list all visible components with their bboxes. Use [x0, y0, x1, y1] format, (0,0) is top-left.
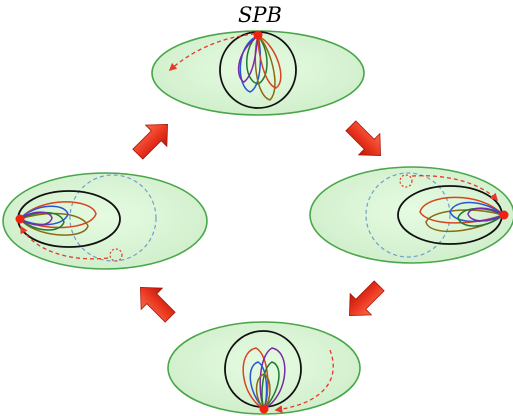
red-block-arrow-icon [132, 124, 168, 160]
arrow-left-to-top [132, 124, 168, 160]
cell-top [151, 30, 365, 116]
cell-left [2, 172, 208, 270]
spb-motion-path [274, 349, 334, 414]
red-block-arrow-icon [349, 280, 385, 316]
chromosome-loops [419, 196, 504, 233]
cell-right [309, 166, 513, 264]
spb-motion-path [168, 33, 256, 72]
spb-dot [499, 210, 509, 220]
ghost-spb-marker [109, 248, 123, 262]
red-block-arrow-icon [140, 287, 176, 323]
chromosome-loops [242, 347, 286, 410]
spb-label: SPB [238, 3, 282, 27]
cell-membrane [167, 321, 361, 415]
arrow-right-to-bottom [349, 280, 385, 316]
arrow-bottom-to-left [140, 287, 176, 323]
arrow-top-to-right [345, 120, 381, 156]
spb-motion-path [411, 175, 499, 202]
red-block-arrow-icon [345, 120, 381, 156]
cycle-arrows [132, 120, 385, 323]
ghost-nucleus-outline [69, 174, 157, 262]
spb-dot [259, 404, 269, 414]
cell-membrane [309, 166, 513, 264]
chromosome-loops [19, 201, 97, 236]
spb-dot [15, 214, 25, 224]
cell-membrane [2, 172, 208, 270]
ghost-spb-marker [399, 174, 413, 188]
spb-motion-path [20, 225, 109, 260]
cell-bottom [167, 321, 361, 415]
ghost-nucleus-outline [365, 172, 451, 258]
chromosome-loops [237, 35, 282, 101]
spb-dot [253, 30, 263, 40]
